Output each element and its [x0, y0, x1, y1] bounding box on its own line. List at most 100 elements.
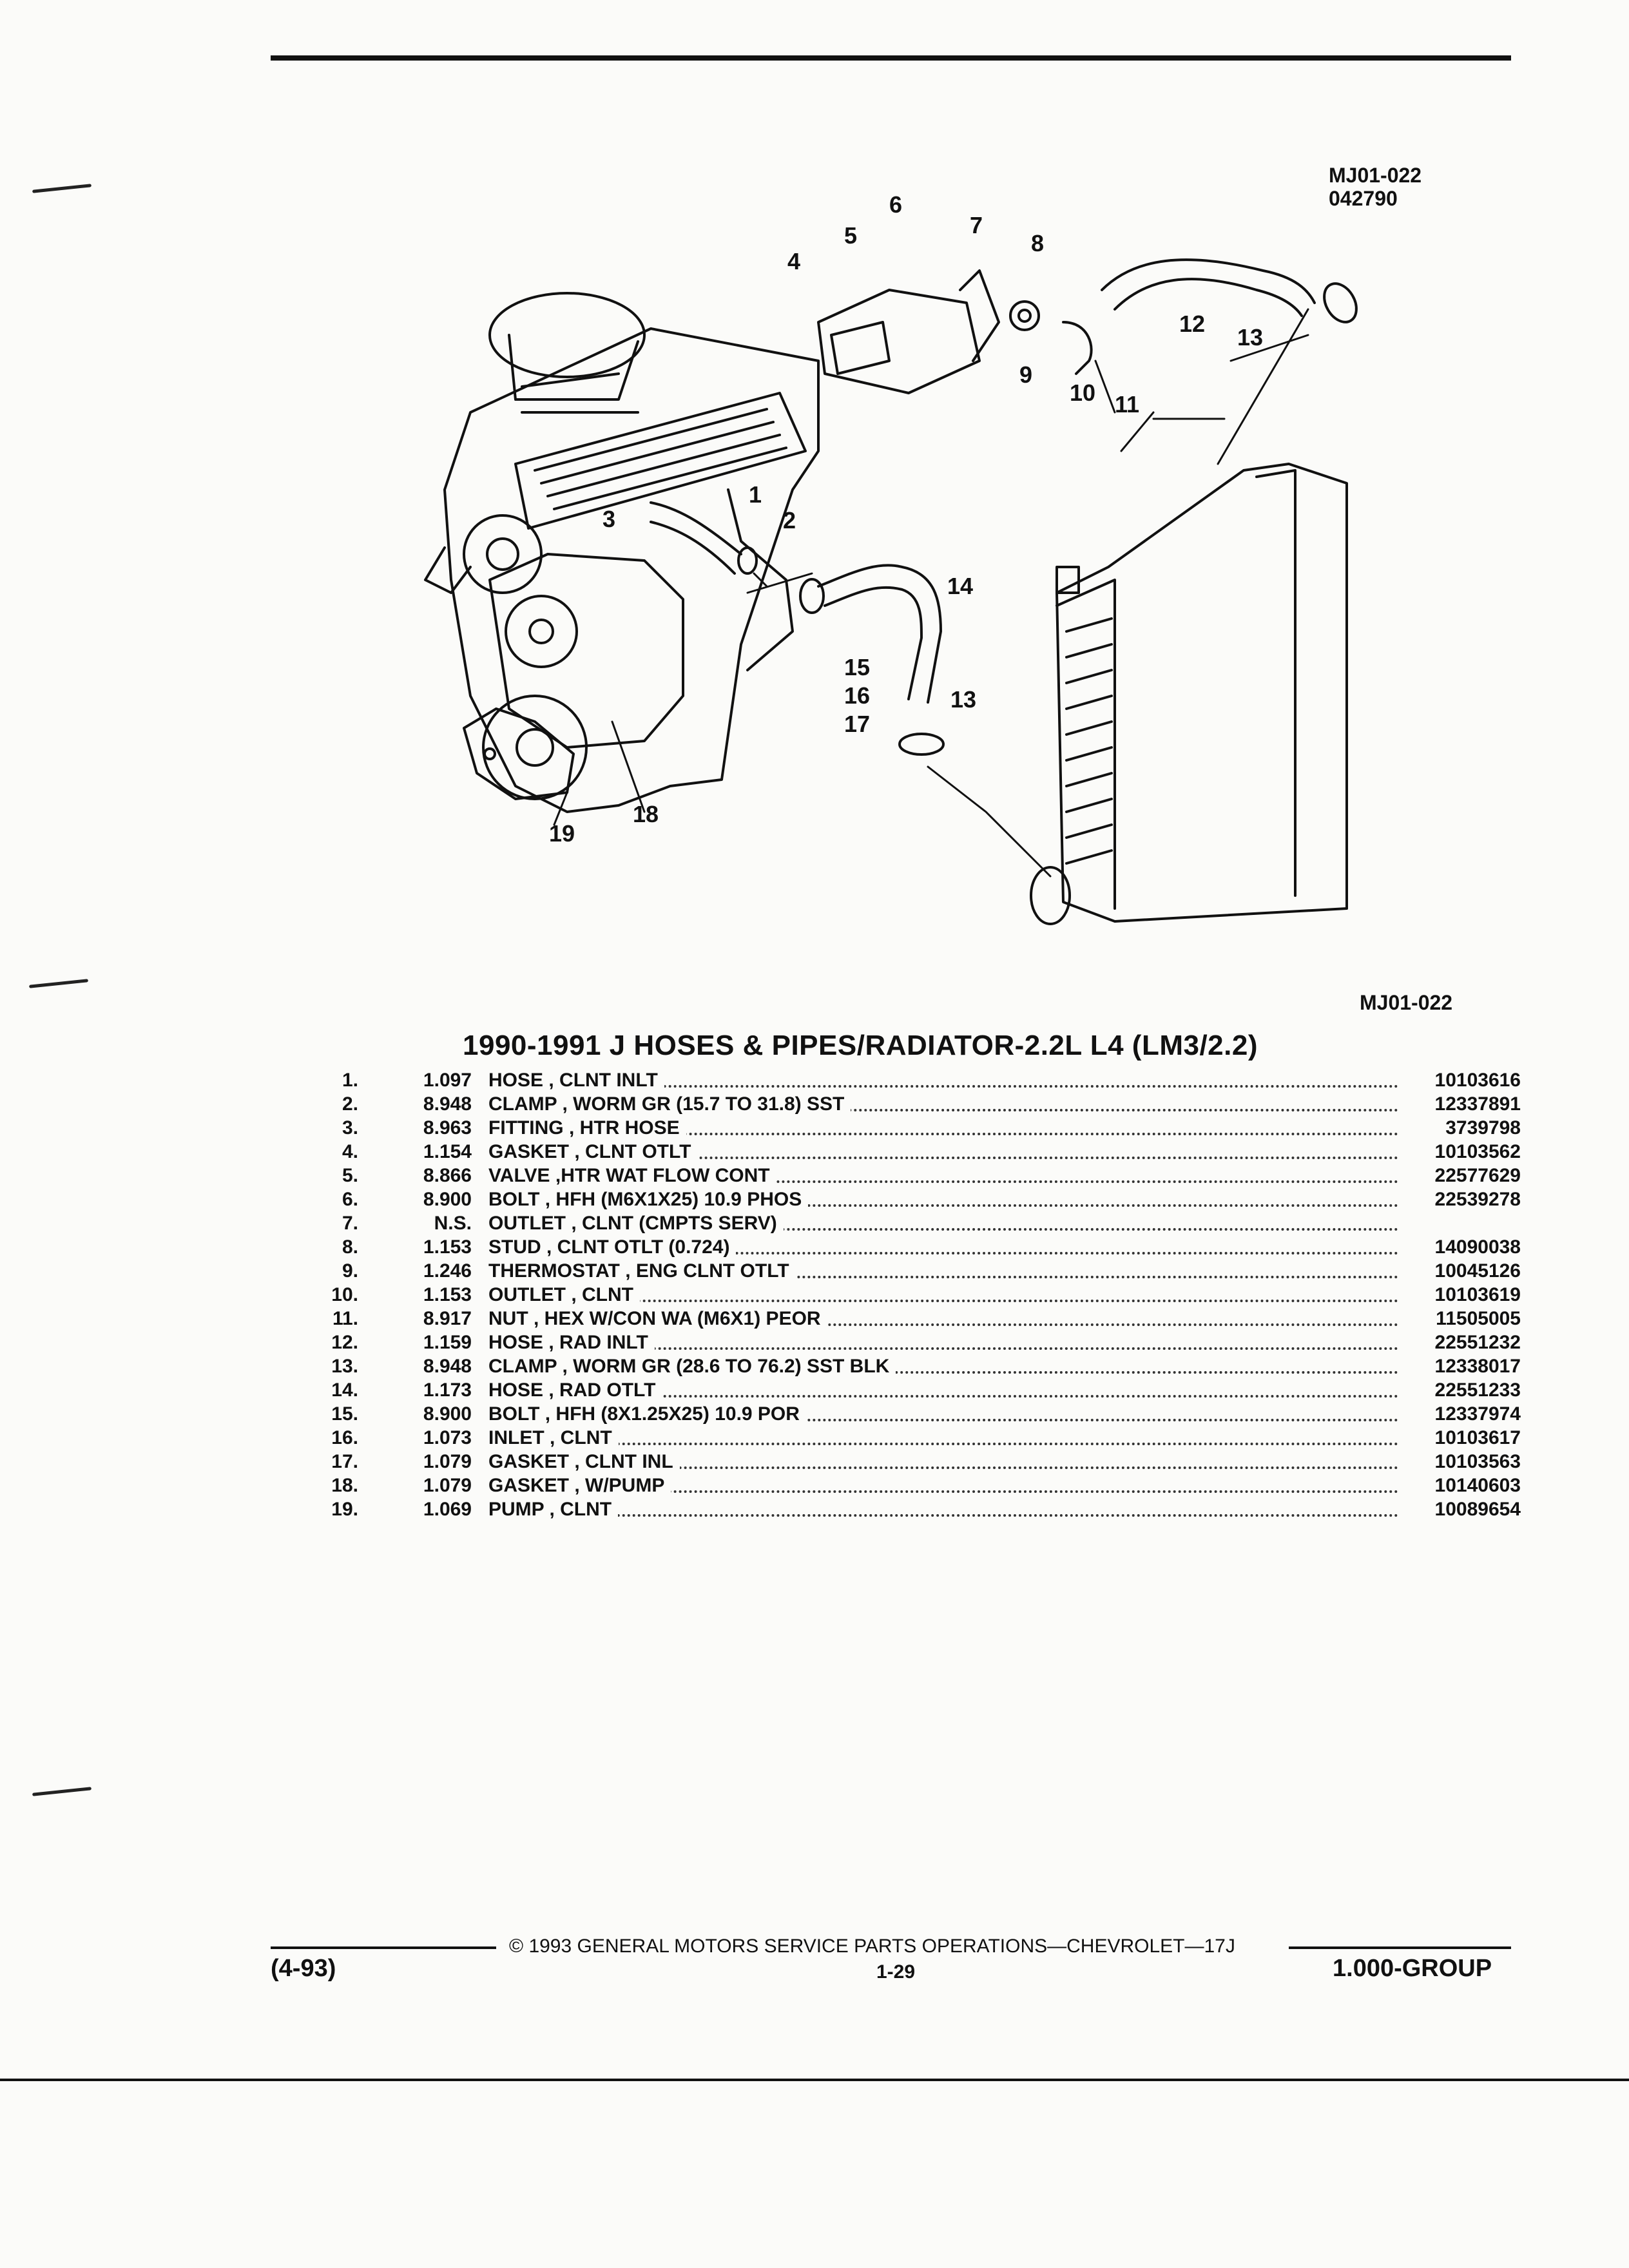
copyright-notice: © 1993 GENERAL MOTORS SERVICE PARTS OPER…: [509, 1936, 1235, 1957]
part-description: BOLT , HFH (M6X1X25) 10.9 PHOS: [488, 1189, 809, 1210]
dot-leader: [488, 1133, 1398, 1135]
group-number: 1.153: [423, 1236, 472, 1258]
callout-17: 17: [844, 711, 870, 737]
part-description: HOSE , RAD OTLT: [488, 1379, 662, 1401]
group-number: 8.900: [423, 1189, 472, 1210]
callout-13-upper: 13: [1237, 324, 1263, 351]
part-description: CLAMP , WORM GR (15.7 TO 31.8) SST: [488, 1093, 851, 1115]
water-pump: [463, 707, 575, 800]
part-description: OUTLET , CLNT: [488, 1284, 640, 1305]
group-label: 1.000-GROUP: [1333, 1955, 1492, 1982]
ref-number: 13.: [331, 1356, 358, 1377]
part-number: 10045126: [1434, 1260, 1521, 1282]
callout-16: 16: [844, 682, 870, 709]
ref-number: 11.: [332, 1308, 358, 1329]
lower-hose: [799, 564, 945, 756]
group-number: 1.246: [423, 1260, 472, 1282]
dot-leader: [488, 1109, 1398, 1111]
exploded-view-diagram: 1 2 3 4 5 6 7 8 9 10 11 12 13 13 14 15 1…: [424, 191, 1358, 925]
engine-block: [443, 327, 820, 813]
part-number: 10089654: [1434, 1499, 1521, 1520]
part-number: 10103617: [1434, 1427, 1521, 1448]
ref-number: 6.: [342, 1189, 358, 1210]
callout-3: 3: [602, 506, 615, 532]
callout-12: 12: [1179, 311, 1205, 337]
binder-mark: [28, 979, 89, 988]
group-number: 8.866: [423, 1165, 472, 1186]
part-description: CLAMP , WORM GR (28.6 TO 76.2) SST BLK: [488, 1356, 896, 1377]
parts-row: 7.N.S.OUTLET , CLNT (CMPTS SERV): [296, 1211, 1521, 1235]
dot-leader: [488, 1204, 1398, 1207]
dot-leader: [488, 1276, 1398, 1278]
group-number: 1.073: [423, 1427, 472, 1448]
part-description: THERMOSTAT , ENG CLNT OTLT: [488, 1260, 796, 1282]
part-number: 22577629: [1434, 1165, 1521, 1186]
part-description: HOSE , CLNT INLT: [488, 1070, 664, 1091]
part-description: INLET , CLNT: [488, 1427, 619, 1448]
callout-5: 5: [844, 222, 857, 249]
dot-leader: [488, 1323, 1398, 1326]
part-number: 10103616: [1434, 1070, 1521, 1091]
callout-8: 8: [1031, 230, 1044, 256]
leader-lines: [553, 308, 1309, 878]
ref-number: 17.: [331, 1451, 358, 1472]
callout-18: 18: [633, 801, 659, 827]
ref-number: 14.: [331, 1379, 358, 1401]
part-number: 22539278: [1434, 1189, 1521, 1210]
callout-labels: 1 2 3 4 5 6 7 8 9 10 11 12 13 13 14 15 1…: [549, 191, 1263, 847]
part-number: 3739798: [1445, 1117, 1521, 1139]
ref-number: 10.: [331, 1284, 358, 1305]
callout-13-lower: 13: [950, 686, 976, 713]
group-number: 1.154: [423, 1141, 472, 1162]
group-number: 1.097: [423, 1070, 472, 1091]
part-description: GASKET , CLNT OTLT: [488, 1141, 698, 1162]
part-number: 10103563: [1434, 1451, 1521, 1472]
callout-1: 1: [749, 481, 762, 508]
parts-row: 6. 8.900 BOLT , HFH (M6X1X25) 10.9 PHOS 225…: [296, 1187, 1521, 1211]
part-number: 12337891: [1434, 1093, 1521, 1115]
part-description: VALVE ,HTR WAT FLOW CONT: [488, 1165, 776, 1186]
part-description: OUTLET , CLNT (CMPTS SERV): [488, 1213, 784, 1234]
part-description: PUMP , CLNT: [488, 1499, 619, 1520]
callout-2: 2: [783, 507, 796, 533]
group-number: 1.159: [423, 1332, 472, 1353]
footer-rule-left: [271, 1946, 496, 1949]
upper-hose: [1101, 258, 1358, 323]
dot-leader: [488, 1157, 1398, 1159]
air-cleaner: [488, 292, 646, 414]
header-rule: [271, 55, 1511, 61]
heater-hose: [650, 501, 758, 575]
ref-number: 18.: [331, 1475, 358, 1496]
ref-number: 9.: [342, 1260, 358, 1282]
dot-leader: [488, 1514, 1398, 1517]
alternator: [424, 514, 543, 594]
ref-number: 7.: [342, 1213, 358, 1234]
group-number: 1.069: [423, 1499, 472, 1520]
dot-leader: [488, 1085, 1398, 1088]
revision-date: (4-93): [271, 1955, 336, 1982]
callout-15: 15: [844, 654, 870, 680]
group-number: 8.948: [423, 1356, 472, 1377]
callout-6: 6: [889, 191, 902, 218]
radiator: [1030, 463, 1348, 925]
page-number: 1-29: [876, 1961, 916, 1983]
parts-row: 9. 1.246 THERMOSTAT , ENG CLNT OTLT 1004512…: [296, 1259, 1521, 1283]
part-description: GASKET , W/PUMP: [488, 1475, 671, 1496]
dot-leader: [488, 1347, 1398, 1350]
ref-number: 5.: [342, 1165, 358, 1186]
ref-number: 2.: [342, 1093, 358, 1115]
parts-row: 5. 8.866 VALVE ,HTR WAT FLOW CONT 22577629: [296, 1164, 1521, 1187]
parts-row: 13. 8.948 CLAMP , WORM GR (28.6 TO 76.2) S…: [296, 1354, 1521, 1378]
part-number: 10140603: [1434, 1475, 1521, 1496]
